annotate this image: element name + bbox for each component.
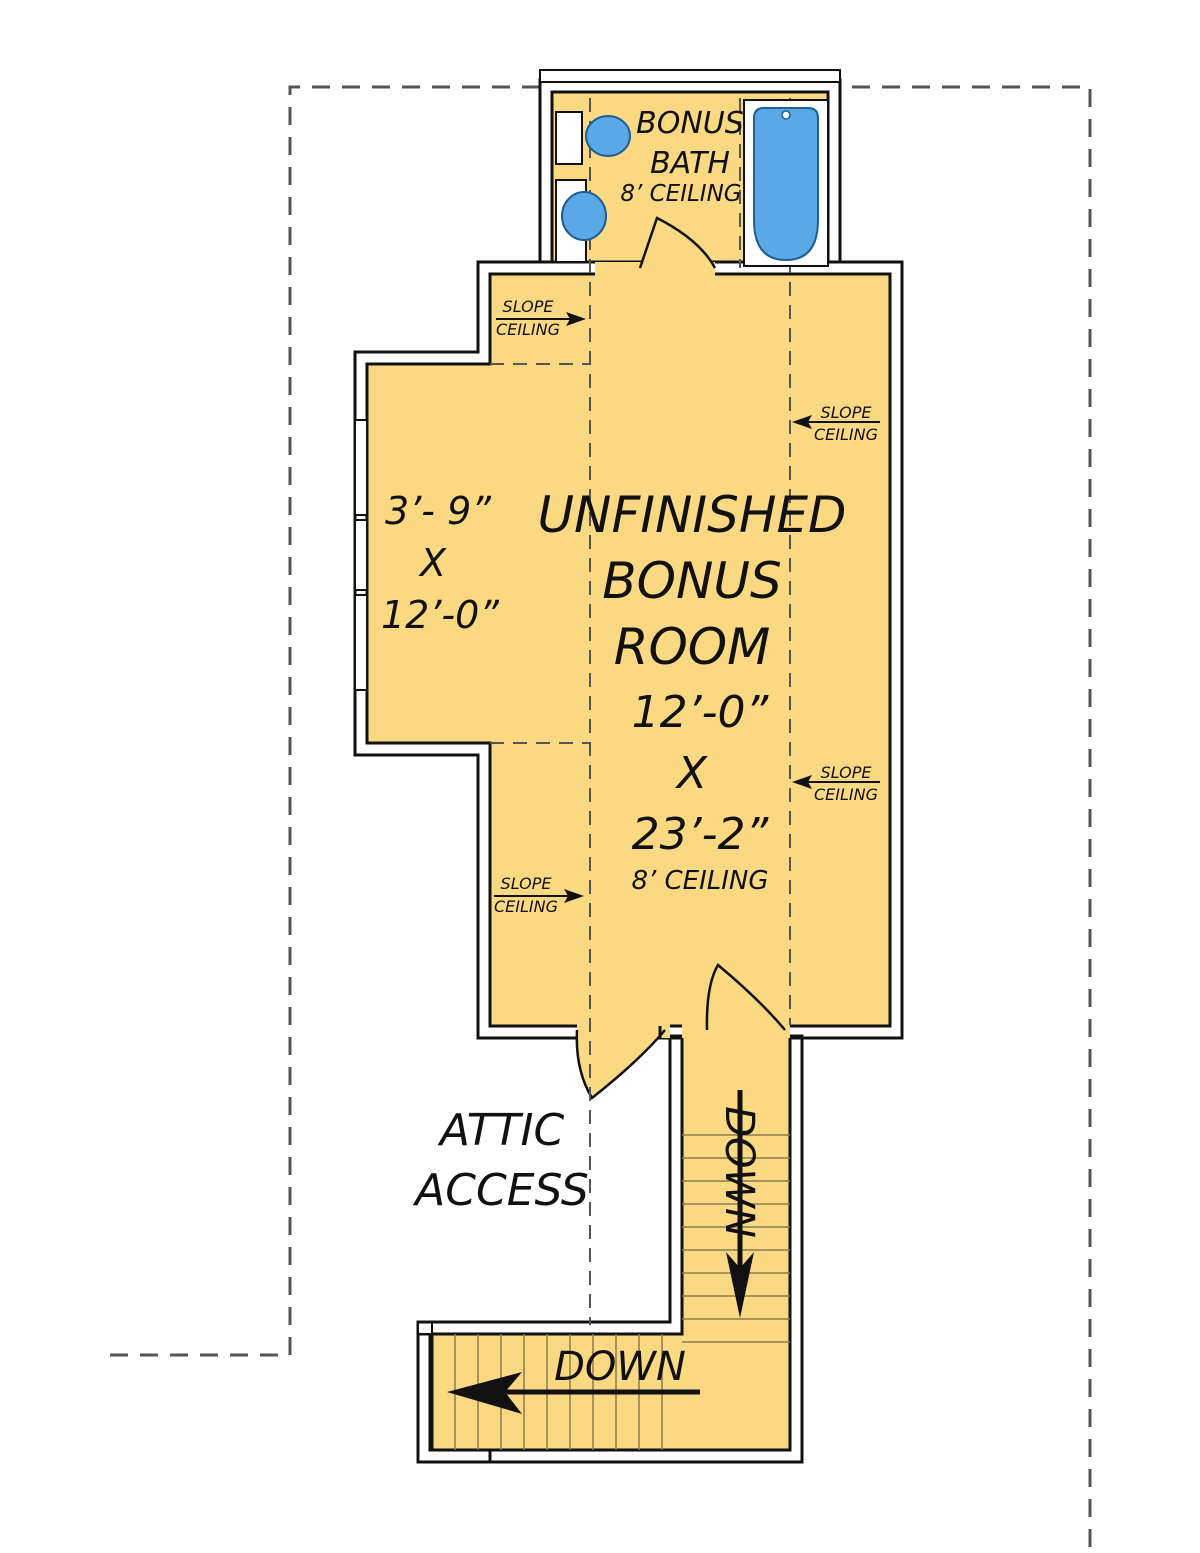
stair-outer-wall xyxy=(417,1321,433,1335)
bath-door-swing xyxy=(638,216,717,269)
bath-wall-cap xyxy=(539,69,841,83)
bathtub-icon xyxy=(753,107,819,262)
svg-text:CEILING: CEILING xyxy=(814,425,878,444)
svg-text:CEILING: CEILING xyxy=(494,897,558,916)
bonus-room-title-line1: UNFINISHED xyxy=(537,486,846,544)
arrow-icon xyxy=(564,889,584,903)
arrow-icon xyxy=(726,1252,754,1318)
bonus-room-title-line2: BONUS xyxy=(602,552,781,610)
bath-label-line2: BATH xyxy=(650,146,730,181)
bonus-room-dim-x: X xyxy=(675,748,708,799)
alcove-width: 3’- 9” xyxy=(385,489,491,533)
slope-note-2: SLOPE CEILING xyxy=(792,403,880,444)
bath-label-line1: BONUS xyxy=(636,106,744,141)
svg-text:SLOPE: SLOPE xyxy=(821,763,873,782)
svg-text:SLOPE: SLOPE xyxy=(821,403,873,422)
toilet-tank xyxy=(555,111,583,165)
stair-door-swing xyxy=(705,963,786,1031)
bonus-room-ceiling: 8’ CEILING xyxy=(631,866,768,896)
alcove-dim-x: X xyxy=(418,541,447,585)
attic-label-line2: ACCESS xyxy=(412,1165,589,1216)
upper-stair-label: DOWN xyxy=(716,1106,762,1238)
slope-boundaries xyxy=(490,98,791,1325)
svg-text:CEILING: CEILING xyxy=(496,320,560,339)
slope-note-4: SLOPE CEILING xyxy=(494,874,584,916)
svg-text:SLOPE: SLOPE xyxy=(501,874,553,893)
alcove-length: 12’-0” xyxy=(381,593,499,637)
arrow-icon xyxy=(792,415,812,429)
attic-door-swing xyxy=(575,1029,666,1100)
svg-text:SLOPE: SLOPE xyxy=(503,297,555,316)
svg-text:CEILING: CEILING xyxy=(814,785,878,804)
attic-label-line1: ATTIC xyxy=(437,1105,565,1156)
bonus-room-length: 23’-2” xyxy=(632,809,770,860)
upper-stair-arrow xyxy=(726,1090,754,1318)
lower-stair-label: DOWN xyxy=(554,1344,686,1390)
alcove-window xyxy=(354,419,368,691)
lower-stair-arrow xyxy=(447,1372,700,1414)
toilet-icon xyxy=(585,115,631,157)
sink-icon xyxy=(561,191,607,241)
slope-note-3: SLOPE CEILING xyxy=(792,763,880,804)
bonus-room-title-line3: ROOM xyxy=(614,618,771,676)
bonus-room-width: 12’-0” xyxy=(632,687,770,738)
arrow-icon xyxy=(566,312,586,326)
slope-note-1: SLOPE CEILING xyxy=(496,297,586,339)
arrow-icon xyxy=(792,775,812,789)
arrow-icon xyxy=(447,1372,522,1414)
bath-ceiling-label: 8’ CEILING xyxy=(620,181,741,207)
